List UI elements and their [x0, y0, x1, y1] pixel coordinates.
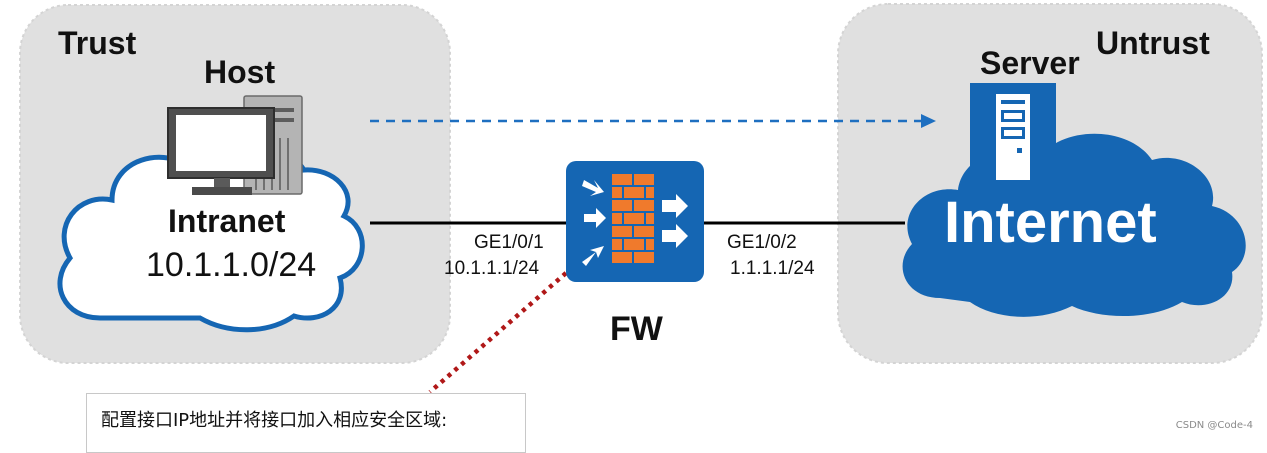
untrust-zone-label: Untrust: [1096, 25, 1210, 61]
server-label: Server: [980, 45, 1080, 81]
interface-left-ip: 10.1.1.1/24: [444, 258, 540, 279]
server-tower-icon: [970, 83, 1056, 183]
config-note-box: 配置接口IP地址并将接口加入相应安全区域:: [86, 393, 526, 453]
trust-zone-label: Trust: [58, 25, 137, 61]
interface-left-name: GE1/0/1: [474, 232, 544, 253]
interface-right-name: GE1/0/2: [727, 232, 797, 253]
intranet-subnet: 10.1.1.0/24: [146, 246, 316, 284]
firewall-icon: [566, 161, 704, 282]
network-diagram: Trust Host Intranet 10.1.1.0/24 Server U…: [19, 3, 1263, 394]
firewall-label: FW: [610, 310, 664, 348]
traffic-flow-arrow: [370, 114, 936, 128]
callout-dotted-line: [428, 271, 568, 394]
config-note-text: 配置接口IP地址并将接口加入相应安全区域:: [101, 410, 448, 431]
internet-label: Internet: [944, 190, 1157, 255]
desktop-computer-icon: [167, 95, 303, 195]
interface-right-ip: 1.1.1.1/24: [730, 258, 815, 279]
watermark: CSDN @Code-4: [1175, 420, 1253, 431]
host-label: Host: [204, 54, 275, 90]
intranet-label: Intranet: [168, 203, 286, 239]
